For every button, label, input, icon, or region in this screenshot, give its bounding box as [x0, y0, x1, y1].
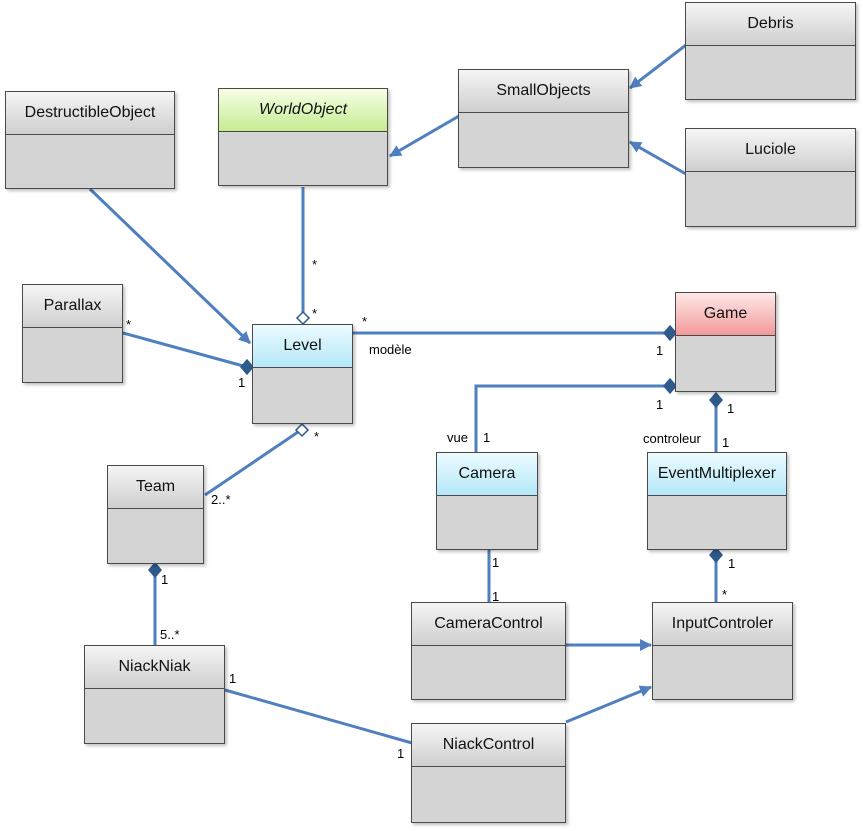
- class-game-name: Game: [676, 293, 775, 336]
- mult-niacks: 5..*: [160, 627, 180, 642]
- class-destructibleobject-name: DestructibleObject: [6, 92, 174, 135]
- mult-level-team-star: *: [314, 429, 320, 444]
- mult-level-game-one: 1: [656, 343, 664, 358]
- diamond-level-parallax: [240, 358, 254, 376]
- class-niackcontrol-name: NiackControl: [412, 724, 565, 767]
- class-niackniak-name: NiackNiak: [85, 646, 224, 689]
- class-debris[interactable]: Debris: [685, 2, 856, 100]
- class-inputcontroler-name: InputControler: [653, 603, 792, 646]
- mult-niak-control-b: 1: [397, 746, 405, 761]
- game-camera-line: [474, 384, 670, 452]
- role-modele: modèle: [369, 342, 412, 357]
- diamond-team-niak: [148, 561, 162, 579]
- class-parallax[interactable]: Parallax: [22, 284, 123, 383]
- class-niackcontrol[interactable]: NiackControl: [411, 723, 566, 823]
- class-smallobjects-name: SmallObjects: [459, 70, 628, 113]
- class-luciole[interactable]: Luciole: [685, 128, 856, 227]
- class-eventmultiplexer-name: EventMultiplexer: [648, 453, 786, 496]
- class-cameracontrol-name: CameraControl: [412, 603, 565, 646]
- mult-event-one: 1: [722, 435, 730, 450]
- class-level-name: Level: [253, 325, 352, 368]
- niaknak-niackcontrol-line: [224, 688, 413, 745]
- class-game[interactable]: Game: [675, 292, 776, 392]
- class-debris-name: Debris: [686, 3, 855, 46]
- diamond-game-camera: [663, 377, 677, 395]
- niackcontrol-input-line: [565, 685, 652, 724]
- class-eventmultiplexer[interactable]: EventMultiplexer: [647, 452, 787, 550]
- role-vue: vue: [447, 430, 468, 445]
- luciole-smallobjects-line: [629, 140, 687, 176]
- destructible-level-line: [88, 187, 252, 345]
- mult-team-level: 2..*: [211, 492, 231, 507]
- class-team[interactable]: Team: [107, 465, 204, 564]
- diamond-event-input: [709, 546, 723, 564]
- level-team-line: [204, 430, 299, 497]
- diamond-level-team: [294, 422, 310, 438]
- role-controleur: controleur: [643, 431, 701, 446]
- mult-worldobject-top: *: [312, 257, 318, 272]
- class-smallobjects[interactable]: SmallObjects: [458, 69, 629, 168]
- class-inputcontroler[interactable]: InputControler: [652, 602, 793, 700]
- class-cameracontrol[interactable]: CameraControl: [411, 602, 566, 700]
- class-level[interactable]: Level: [252, 324, 353, 424]
- parallax-level-line: [122, 331, 248, 369]
- class-camera[interactable]: Camera: [436, 452, 538, 550]
- class-luciole-name: Luciole: [686, 129, 855, 172]
- class-niackniak[interactable]: NiackNiak: [84, 645, 225, 744]
- smallobjects-worldobject-line: [389, 114, 460, 158]
- class-worldobject-name: WorldObject: [219, 89, 387, 132]
- mult-event-input-star: *: [722, 587, 728, 602]
- mult-level-game-star: *: [362, 314, 368, 329]
- mult-team-one: 1: [161, 572, 169, 587]
- mult-camera-cameracontrol-top: 1: [492, 555, 500, 570]
- class-parallax-name: Parallax: [23, 285, 122, 328]
- diamond-level-worldobject: [295, 310, 311, 326]
- mult-worldobject-bottom: *: [312, 306, 318, 321]
- mult-event-input-one: 1: [728, 556, 736, 571]
- diamond-game-event: [709, 391, 723, 409]
- mult-niak-control-a: 1: [229, 671, 237, 686]
- class-camera-name: Camera: [437, 453, 537, 496]
- mult-parallax-star: *: [126, 317, 132, 332]
- mult-parallax-one: 1: [238, 375, 246, 390]
- mult-camera-cameracontrol-bottom: 1: [492, 589, 500, 604]
- class-destructibleobject[interactable]: DestructibleObject: [5, 91, 175, 189]
- class-team-name: Team: [108, 466, 203, 509]
- debris-smallobjects-line: [629, 43, 687, 90]
- mult-game-camera-one: 1: [656, 397, 664, 412]
- mult-game-event-one: 1: [727, 401, 735, 416]
- diamond-game-level: [663, 324, 677, 342]
- class-worldobject[interactable]: WorldObject: [218, 88, 388, 186]
- mult-camera-one: 1: [483, 430, 491, 445]
